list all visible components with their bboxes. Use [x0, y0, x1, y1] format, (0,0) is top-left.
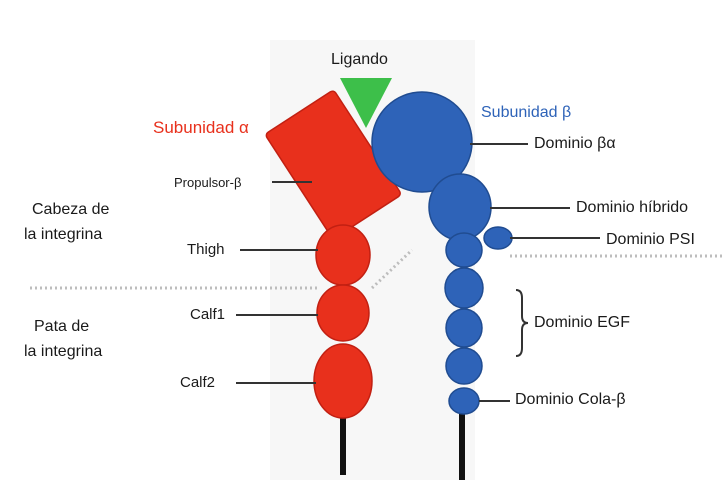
ligand-triangle	[340, 78, 392, 128]
dominio-ba-label: Dominio βα	[530, 134, 620, 154]
head-leg-separator-diagonal	[370, 248, 414, 290]
leg-region-label-2: la integrina	[24, 343, 103, 360]
ligand-label: Ligando	[331, 51, 388, 68]
beta-egf-domain-2	[444, 267, 484, 309]
head-region-label-1: Cabeza de	[32, 201, 110, 218]
dominio-cola-label: Dominio Cola-β	[511, 390, 630, 410]
beta-egf-domain-1	[445, 232, 483, 268]
dominio-egf-label: Dominio EGF	[534, 314, 631, 331]
beta-subunit-title: Subunidad β	[481, 104, 572, 121]
beta-psi-domain	[483, 226, 513, 250]
beta-egf-domain-3	[445, 308, 483, 348]
beta-egf-domain-4	[445, 347, 483, 385]
beta-tail-domain	[448, 387, 480, 415]
calf2-label: Calf2	[176, 373, 220, 392]
head-region-label-2: la integrina	[24, 226, 103, 243]
dominio-hibrido-label: Dominio híbrido	[572, 198, 693, 218]
alpha-thigh-domain	[315, 224, 371, 286]
egf-bracket	[515, 289, 529, 357]
leg-region-label-1: Pata de	[34, 318, 90, 335]
thigh-label: Thigh	[183, 240, 229, 259]
alpha-subunit-title: Subunidad α	[153, 118, 249, 137]
propulsor-label: Propulsor-β	[170, 174, 246, 191]
alpha-propeller-domain	[265, 90, 401, 239]
beta-hybrid-domain	[428, 173, 492, 241]
calf1-label: Calf1	[186, 305, 230, 324]
alpha-calf1-domain	[316, 284, 370, 342]
alpha-calf2-domain	[313, 343, 373, 419]
dominio-psi-label: Dominio PSI	[602, 230, 699, 250]
beta-ba-domain	[371, 91, 473, 193]
